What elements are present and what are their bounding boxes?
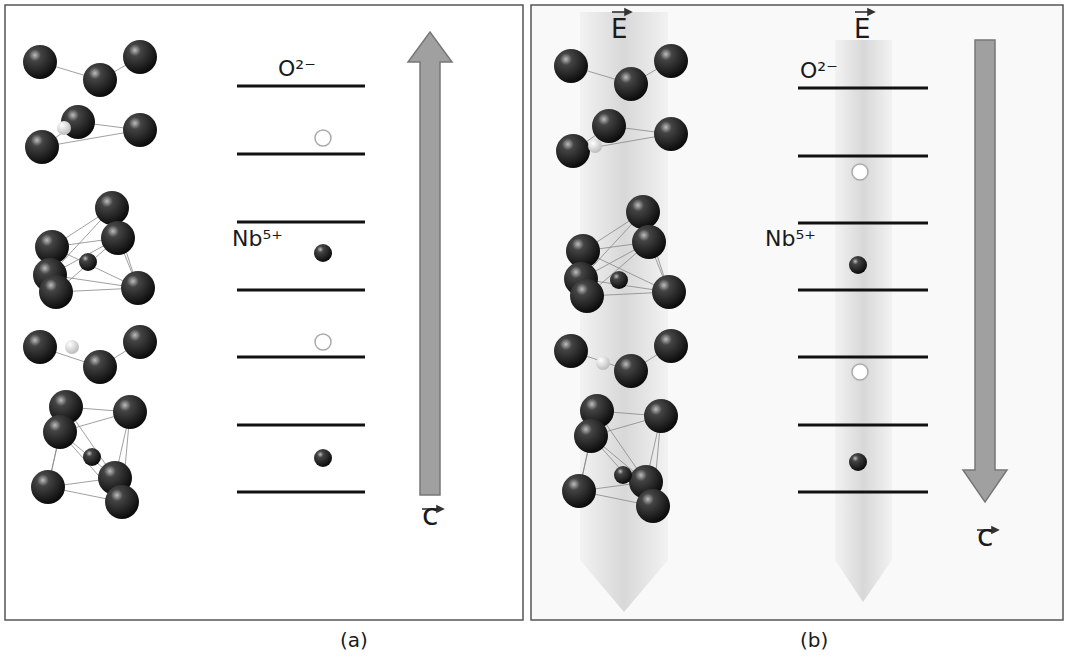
oxygen-ion [632,225,666,259]
c-axis-arrow [963,40,1007,502]
ion-label: O²⁻ [278,58,316,80]
cation [610,271,628,289]
layer-lines [237,86,365,492]
oxygen-ion [121,271,155,305]
oxygen-bonds [40,57,671,506]
cation [614,466,632,484]
vector-arrow [422,9,998,533]
oxygen-ion [101,221,135,255]
axis-label: c [422,500,439,530]
oxygen-ion [636,489,670,523]
oxygen-ion [25,130,59,164]
oxygen-ion [39,275,73,309]
oxygen-ion [654,329,688,363]
oxygen-ion [574,419,608,453]
oxygen-ion [554,334,588,368]
cation [79,253,97,271]
oxygen-ion [626,195,660,229]
oxygen-ion [556,134,590,168]
oxygen-ion [562,474,596,508]
oxygen-ion [614,354,648,388]
oxygen-ion [123,40,157,74]
cation [588,139,602,153]
oxygen-ion [43,415,77,449]
oxygen-ion [83,63,117,97]
oxygen-ion [554,49,588,83]
panel-frame [5,5,523,620]
panel-frame [531,5,1063,620]
layer-lines [798,88,928,492]
oxygen-ion [614,67,648,101]
cation [57,121,71,135]
axis-label: c [977,521,994,551]
panel-label: (a) [340,630,368,650]
cation [65,340,79,354]
oxygen-ion [644,399,678,433]
oxygen-ion [123,113,157,147]
oxygen-ion [123,325,157,359]
cation [83,448,101,466]
oxygen-ion [654,44,688,78]
cation [596,356,610,370]
oxygen-ion [105,485,139,519]
c-axis-arrow [408,32,452,495]
oxygen-ion [113,395,147,429]
oxygen-ion [654,117,688,151]
oxygen-ion [95,191,129,225]
panel-label: (b) [800,630,828,650]
vacancy-site [315,130,868,380]
ion-label: O²⁻ [800,60,838,82]
field-label: E [611,16,627,42]
nb-ion [314,244,867,471]
oxygen-ion [652,275,686,309]
oxygen-ion [83,350,117,384]
oxygen-ion [23,45,57,79]
ion-label: Nb⁵⁺ [765,228,816,250]
oxygen-ion [592,109,626,143]
oxygen-ion [570,279,604,313]
field-label: E [854,16,870,42]
field-band [835,40,892,602]
oxygen-ion [31,470,65,504]
ion-label: Nb⁵⁺ [232,228,283,250]
oxygen-ion [23,330,57,364]
oxygen-ions [23,40,688,523]
